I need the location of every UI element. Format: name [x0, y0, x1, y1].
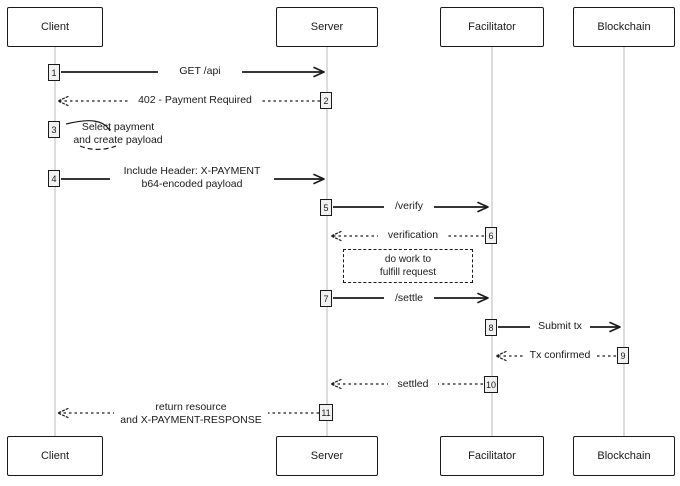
actor-server-top: Server: [276, 7, 378, 47]
message-1-label: GET /api: [158, 65, 242, 78]
message-4-line-2: b64-encoded payload: [141, 178, 243, 190]
step-1-box: 1: [48, 64, 60, 81]
message-3-line-1: Select payment: [81, 121, 155, 133]
step-7-box: 7: [320, 290, 332, 307]
message-3-line-2: and create payload: [73, 134, 163, 146]
step-3-curl-bottom: [79, 145, 117, 150]
step-3-box: 3: [48, 121, 60, 138]
actor-facilitator-bottom: Facilitator: [440, 436, 544, 476]
actor-client-bottom: Client: [7, 436, 103, 476]
note-line-2: fulfill request: [379, 267, 437, 278]
arrow-3-head: [313, 173, 325, 185]
step-11-box: 11: [319, 404, 333, 421]
step-5-box: 5: [320, 199, 332, 216]
message-4-label: Include Header: X-PAYMENT b64-encoded pa…: [110, 165, 274, 191]
step-3-curl-top: [65, 120, 111, 132]
message-11-line-2: and X-PAYMENT-RESPONSE: [120, 414, 262, 426]
arrow-4-head: [477, 201, 489, 213]
message-2-label: 402 - Payment Required: [128, 94, 262, 107]
message-6-label: verification: [378, 229, 448, 242]
arrow-7-head: [609, 321, 621, 333]
message-11-label: return resource and X-PAYMENT-RESPONSE: [114, 401, 268, 427]
arrow-6-head: [477, 292, 489, 304]
actor-blockchain-bottom: Blockchain: [573, 436, 675, 476]
note-line-1: do work to: [384, 254, 432, 265]
arrow-2-head: [57, 95, 69, 107]
message-3-label: Select payment and create payload: [66, 121, 170, 147]
note-do-work: do work to fulfill request: [343, 249, 473, 283]
step-8-box: 8: [485, 319, 497, 336]
step-4-box: 4: [48, 170, 60, 187]
arrow-9-head: [330, 378, 342, 390]
step-2-box: 2: [320, 92, 332, 109]
message-7-label: /settle: [384, 292, 434, 305]
arrow-10-head: [57, 407, 69, 419]
arrow-8-head: [495, 350, 507, 362]
step-10-box: 10: [484, 376, 498, 393]
message-5-label: /verify: [384, 200, 434, 213]
message-9-label: Tx confirmed: [524, 349, 596, 362]
actor-facilitator-top: Facilitator: [440, 7, 544, 47]
arrow-5-head: [330, 230, 342, 242]
message-4-line-1: Include Header: X-PAYMENT: [123, 165, 261, 177]
message-10-label: settled: [388, 378, 438, 391]
step-9-box: 9: [617, 347, 629, 364]
actor-server-bottom: Server: [276, 436, 378, 476]
arrow-1-head: [313, 66, 325, 78]
actor-client-top: Client: [7, 7, 103, 47]
message-8-label: Submit tx: [530, 320, 590, 333]
step-6-box: 6: [485, 227, 497, 244]
message-11-line-1: return resource: [155, 401, 227, 413]
actor-blockchain-top: Blockchain: [573, 7, 675, 47]
